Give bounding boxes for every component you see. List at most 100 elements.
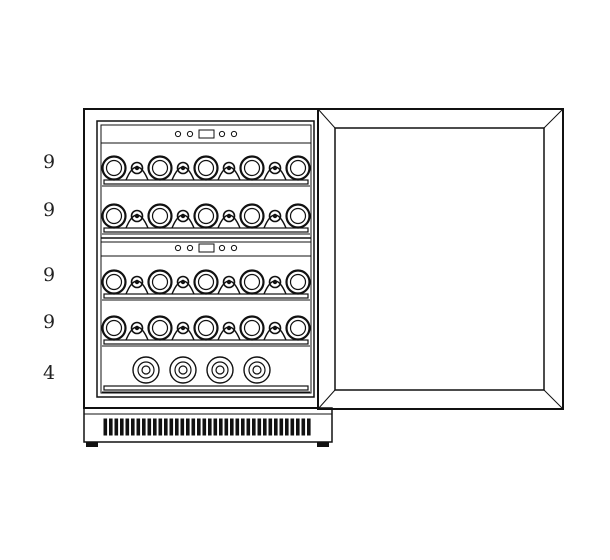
vent-slot bbox=[219, 418, 223, 436]
vent-slot bbox=[274, 418, 278, 436]
bottle-punt bbox=[289, 273, 307, 291]
row-count-1: 9 bbox=[43, 151, 55, 173]
vent-slot bbox=[252, 418, 256, 436]
vent-slot bbox=[290, 418, 295, 436]
bottle-neck bbox=[268, 161, 282, 175]
vent-slot bbox=[213, 418, 218, 436]
bottle-base bbox=[239, 203, 265, 229]
vent-slot bbox=[285, 418, 289, 436]
bottle-neck bbox=[222, 209, 236, 223]
bottle-punt bbox=[105, 319, 123, 337]
bottle-base bbox=[101, 315, 127, 341]
shelf-3 bbox=[101, 269, 311, 301]
vent-slot bbox=[307, 418, 311, 436]
vent-slot bbox=[136, 418, 141, 436]
vent-slot bbox=[202, 418, 207, 436]
vent-slot bbox=[169, 418, 174, 436]
bottle-base bbox=[239, 155, 265, 181]
bottle-base bbox=[193, 155, 219, 181]
vent-slot bbox=[246, 418, 251, 436]
bottle-punt bbox=[243, 273, 261, 291]
bottle-punt bbox=[105, 273, 123, 291]
lower-control-panel bbox=[101, 243, 311, 257]
bottle-neck bbox=[130, 275, 144, 289]
door-glass-panel bbox=[334, 127, 545, 391]
shelf-rail bbox=[103, 179, 309, 185]
interior-liner bbox=[100, 124, 312, 394]
bottle-neck bbox=[222, 275, 236, 289]
vent-slot bbox=[153, 418, 157, 436]
vent-slot bbox=[120, 418, 124, 436]
shelf-2 bbox=[101, 203, 311, 235]
bottle-neck bbox=[222, 161, 236, 175]
vent-slot bbox=[263, 418, 267, 436]
bottle-base bbox=[193, 269, 219, 295]
bottle-cork bbox=[180, 213, 186, 219]
bottle-cork bbox=[134, 165, 140, 171]
shelf-rail bbox=[103, 385, 309, 391]
bottle-punt bbox=[105, 159, 123, 177]
bottle-base bbox=[239, 315, 265, 341]
bottle-neck bbox=[176, 209, 190, 223]
bottle-punt bbox=[289, 319, 307, 337]
cabinet-inner-frame bbox=[96, 120, 315, 398]
row-count-4: 9 bbox=[43, 311, 55, 333]
vent-slot bbox=[301, 418, 306, 436]
vent-slot bbox=[296, 418, 300, 436]
vent-slot bbox=[186, 418, 190, 436]
bottle-punt bbox=[197, 207, 215, 225]
door-outer-frame bbox=[317, 108, 564, 410]
bottle-cork bbox=[215, 365, 225, 375]
bottle-cork bbox=[272, 165, 278, 171]
bottle-cork bbox=[134, 279, 140, 285]
bottle bbox=[169, 356, 197, 384]
shelf-rail bbox=[103, 339, 309, 345]
bottle-punt bbox=[197, 159, 215, 177]
bottle-punt bbox=[151, 319, 169, 337]
vent-slot bbox=[241, 418, 245, 436]
bottle-cork bbox=[252, 365, 262, 375]
bottle-neck bbox=[174, 361, 192, 379]
bottle-neck bbox=[268, 321, 282, 335]
bottle-neck bbox=[222, 321, 236, 335]
bottle-neck bbox=[176, 321, 190, 335]
bottle-base bbox=[147, 203, 173, 229]
right-foot bbox=[317, 442, 329, 447]
shelf-rail bbox=[103, 293, 309, 299]
bottle-cork bbox=[272, 279, 278, 285]
bottle-cork bbox=[134, 213, 140, 219]
bottle-punt bbox=[105, 207, 123, 225]
bottle-base bbox=[285, 269, 311, 295]
bottle-base bbox=[101, 203, 127, 229]
vent-slot bbox=[164, 418, 168, 436]
bottle-cork bbox=[180, 279, 186, 285]
bottle-cork bbox=[272, 213, 278, 219]
cabinet-outer-frame bbox=[83, 108, 319, 409]
vent-slot bbox=[158, 418, 163, 436]
vent-slot bbox=[131, 418, 135, 436]
bottle-base bbox=[147, 155, 173, 181]
bottle-neck bbox=[130, 321, 144, 335]
zone-divider bbox=[101, 237, 311, 243]
bottle-punt bbox=[151, 207, 169, 225]
bottle-base bbox=[101, 155, 127, 181]
lower-temp-display bbox=[198, 243, 215, 253]
bottle-neck bbox=[268, 209, 282, 223]
vent-slot bbox=[268, 418, 273, 436]
left-foot bbox=[86, 442, 98, 447]
shelf-4 bbox=[101, 315, 311, 347]
bottle-neck bbox=[137, 361, 155, 379]
upper-temp-display bbox=[198, 129, 215, 139]
kick-plate bbox=[83, 407, 333, 447]
bottle-cork bbox=[180, 165, 186, 171]
bottle-cork bbox=[226, 165, 232, 171]
vent-slot bbox=[180, 418, 185, 436]
vent-slot bbox=[103, 418, 108, 436]
shelf-rail bbox=[103, 227, 309, 233]
vent-slot bbox=[197, 418, 201, 436]
bottle-punt bbox=[243, 207, 261, 225]
vent-slot bbox=[142, 418, 146, 436]
bottle-neck bbox=[211, 361, 229, 379]
bottle-cork bbox=[180, 325, 186, 331]
bottle-punt bbox=[197, 319, 215, 337]
